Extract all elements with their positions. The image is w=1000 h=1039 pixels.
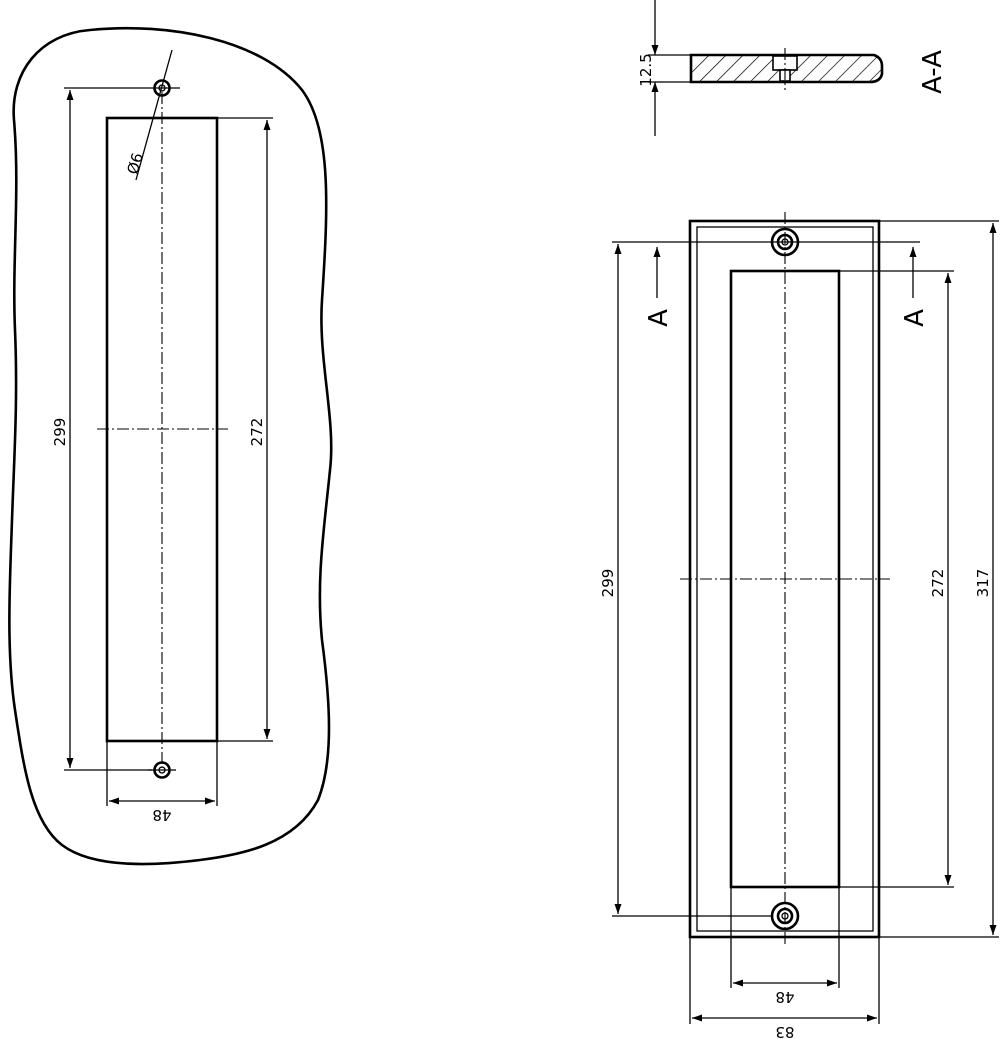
hole-diameter-label: Ø6 [124,151,147,176]
section-title: A-A [918,50,948,94]
plate-view: A A 299 272 317 [599,212,999,1039]
cutout-dim-299-label: 299 [51,418,69,447]
plate-dim-83: 83 [689,937,880,1039]
plate-dim-317: 317 [879,220,999,938]
section-marker-right: A [900,247,930,327]
plate-dim-299: 299 [599,241,920,917]
hole-diameter-leader [135,49,173,181]
section-marker-left: A [644,247,674,327]
cutout-view: Ø6 299 272 48 [8,26,333,866]
section-marker-right-label: A [900,309,930,327]
cutout-dim-48-label: 48 [152,806,171,824]
wall-cutout-outline [8,26,333,866]
plate-dim-272: 272 [839,270,954,888]
cutout-hole-top [152,79,180,97]
cutout-hole-bottom [148,761,176,779]
plate-dim-83-label: 83 [775,1023,794,1039]
section-marker-left-label: A [644,309,674,327]
plate-dim-48: 48 [730,887,840,1006]
plate-dim-317-label: 317 [974,569,992,598]
plate-dim-48-label: 48 [775,988,794,1006]
cutout-dim-299: 299 [51,87,152,771]
section-view: 12.5 A-A [637,0,948,136]
cutout-dim-272: 272 [217,117,273,742]
plate-dim-299-label: 299 [599,569,617,598]
plate-dim-272-label: 272 [929,569,947,598]
section-dim-thickness: 12.5 [637,0,691,136]
section-dim-thickness-label: 12.5 [637,53,655,86]
cutout-dim-272-label: 272 [248,418,266,447]
cutout-dim-48: 48 [106,741,218,824]
